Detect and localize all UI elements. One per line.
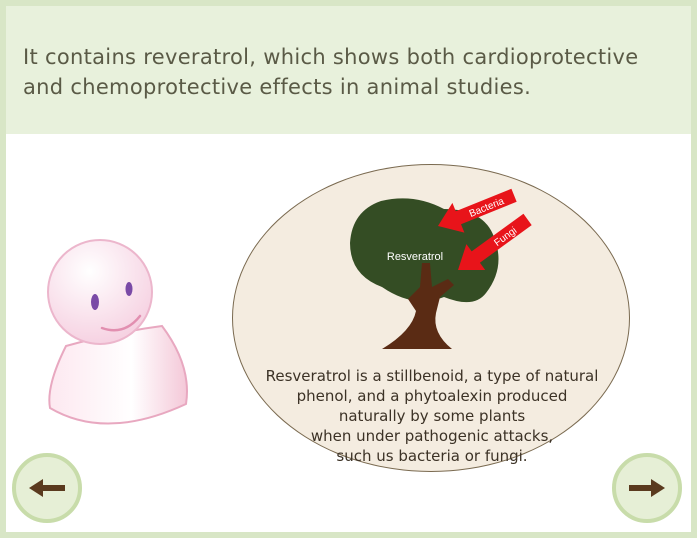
arrow-right-icon [629, 479, 665, 497]
mascot-avatar [47, 239, 188, 425]
info-line: naturally by some plants [338, 407, 526, 425]
info-line: phenol, and a phytoalexin produced [296, 387, 568, 405]
info-line: Resveratrol is a stillbenoid, a type of … [265, 367, 599, 385]
resveratrol-label: Resveratrol [387, 251, 443, 263]
header-banner: It contains reveratrol, which shows both… [6, 6, 691, 134]
header-line-2: and chemoprotective effects in animal st… [23, 75, 532, 99]
tree-foliage [350, 198, 499, 303]
info-text: Resveratrol is a stillbenoid, a type of … [252, 366, 612, 466]
previous-button[interactable] [12, 453, 82, 523]
slide-frame: It contains reveratrol, which shows both… [6, 6, 691, 532]
info-line: when under pathogenic attacks, [310, 427, 554, 445]
arrow-left-icon [29, 479, 65, 497]
header-line-1: It contains reveratrol, which shows both… [23, 45, 639, 69]
next-button[interactable] [612, 453, 682, 523]
resveratrol-tree-diagram: Resveratrol Bacteria Fungi [350, 188, 532, 349]
tree-trunk [382, 263, 454, 349]
header-text: It contains reveratrol, which shows both… [23, 42, 673, 102]
info-line: such us bacteria or fungi. [336, 447, 528, 465]
